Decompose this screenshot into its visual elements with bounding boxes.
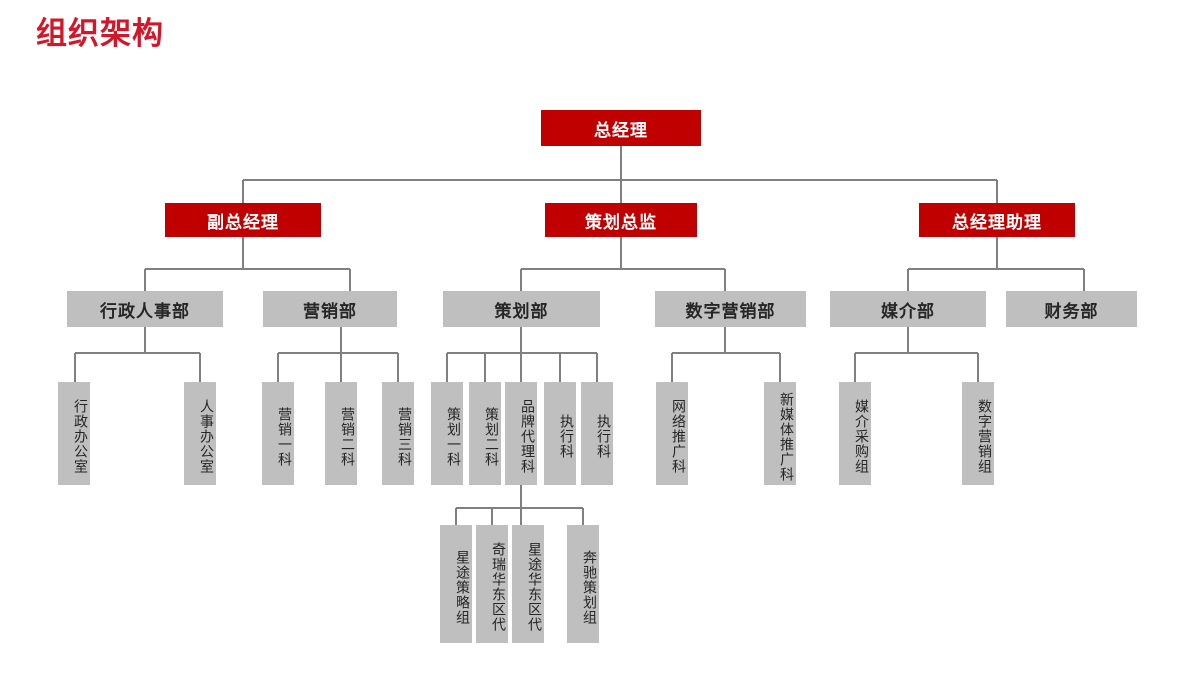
node-execution-section-b[interactable]: 执行科 (581, 382, 613, 485)
node-label: 品牌代理科 (519, 399, 535, 474)
node-label: 策划二科 (483, 406, 499, 467)
node-label: 副总经理 (207, 212, 279, 233)
node-media-dept[interactable]: 媒介部 (830, 291, 986, 327)
node-chery-east-china-agency[interactable]: 奇瑞华东区代 (476, 525, 508, 643)
node-label: 星途华东区代 (526, 542, 542, 632)
node-planning-section-1[interactable]: 策划一科 (431, 382, 463, 485)
node-brand-agency-section[interactable]: 品牌代理科 (505, 382, 537, 485)
node-gm-assistant[interactable]: 总经理助理 (919, 203, 1075, 237)
node-label: 新媒体推广科 (778, 391, 794, 482)
node-label: 人事办公室 (198, 399, 214, 474)
node-planning-director[interactable]: 策划总监 (545, 203, 697, 237)
page-title: 组织架构 (36, 16, 164, 52)
node-digital-marketing-dept[interactable]: 数字营销部 (655, 291, 806, 327)
node-label: 行政人事部 (100, 301, 190, 322)
node-marketing-dept[interactable]: 营销部 (263, 291, 397, 327)
node-label: 总经理 (594, 120, 648, 141)
node-label: 财务部 (1044, 301, 1099, 322)
node-label: 数字营销部 (685, 301, 776, 322)
node-label: 营销二科 (339, 406, 355, 467)
node-label: 奇瑞华东区代 (490, 542, 506, 632)
node-label: 营销三科 (396, 406, 412, 467)
node-online-promotion-section[interactable]: 网络推广科 (656, 382, 688, 485)
node-label: 媒介采购组 (853, 399, 869, 474)
node-planning-section-2[interactable]: 策划二科 (469, 382, 501, 485)
node-label: 星途策略组 (454, 549, 470, 625)
node-planning-dept[interactable]: 策划部 (443, 291, 600, 327)
node-label: 数字营销组 (976, 399, 992, 474)
node-label: 营销部 (303, 301, 357, 322)
node-marketing-section-3[interactable]: 营销三科 (382, 382, 414, 485)
node-label: 执行科 (558, 414, 574, 459)
node-label: 策划部 (494, 301, 549, 322)
node-label: 奔驰策划组 (581, 549, 597, 625)
node-admin-hr-dept[interactable]: 行政人事部 (67, 291, 223, 327)
node-label: 行政办公室 (72, 399, 88, 474)
node-exeed-east-china-agency[interactable]: 星途华东区代 (512, 525, 544, 643)
node-media-purchasing-group[interactable]: 媒介采购组 (839, 382, 871, 485)
node-label: 媒介部 (881, 301, 935, 322)
node-label: 策划一科 (445, 406, 461, 467)
node-digital-marketing-group[interactable]: 数字营销组 (962, 382, 994, 485)
node-benz-planning-group[interactable]: 奔驰策划组 (567, 525, 599, 643)
node-label: 策划总监 (585, 212, 657, 233)
node-label: 网络推广科 (670, 399, 686, 474)
node-exeed-strategy-group[interactable]: 星途策略组 (440, 525, 472, 643)
node-finance-dept[interactable]: 财务部 (1006, 291, 1137, 327)
node-label: 营销一科 (276, 406, 292, 467)
node-admin-office[interactable]: 行政办公室 (58, 382, 90, 485)
node-execution-section-a[interactable]: 执行科 (544, 382, 576, 485)
node-marketing-section-2[interactable]: 营销二科 (325, 382, 357, 485)
node-hr-office[interactable]: 人事办公室 (184, 382, 216, 485)
node-deputy-general-manager[interactable]: 副总经理 (165, 203, 321, 237)
node-label: 总经理助理 (952, 212, 1042, 233)
node-marketing-section-1[interactable]: 营销一科 (262, 382, 294, 485)
node-label: 执行科 (595, 414, 611, 459)
node-new-media-promotion-section[interactable]: 新媒体推广科 (764, 382, 796, 485)
node-general-manager[interactable]: 总经理 (541, 110, 701, 146)
